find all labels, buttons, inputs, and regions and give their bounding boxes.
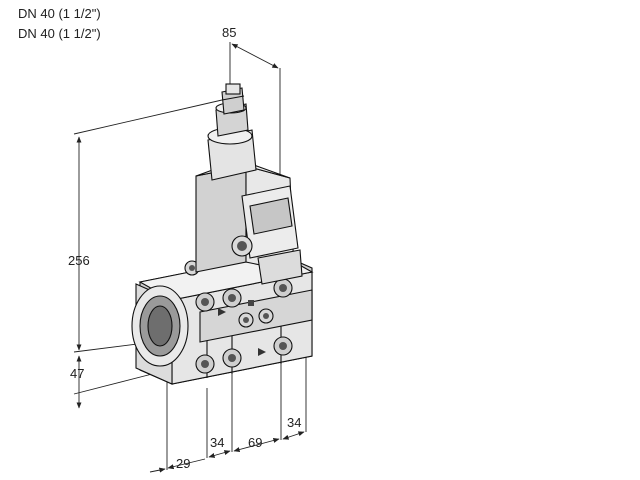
dim-height-lower: 47	[70, 366, 84, 381]
title-line-2: DN 40 (1 1/2")	[18, 26, 101, 41]
valve-illustration	[131, 83, 314, 385]
dim-top-width: 85	[222, 25, 236, 40]
dim-height-total: 256	[68, 253, 90, 268]
dim-width-a: 34	[210, 435, 224, 450]
dimension-lines	[73, 42, 307, 473]
dim-width-b: 69	[248, 435, 262, 450]
dim-width-d: 29	[176, 456, 190, 471]
screw-icon	[184, 260, 293, 374]
title-line-1: DN 40 (1 1/2")	[18, 6, 101, 21]
dim-width-c: 34	[287, 415, 301, 430]
